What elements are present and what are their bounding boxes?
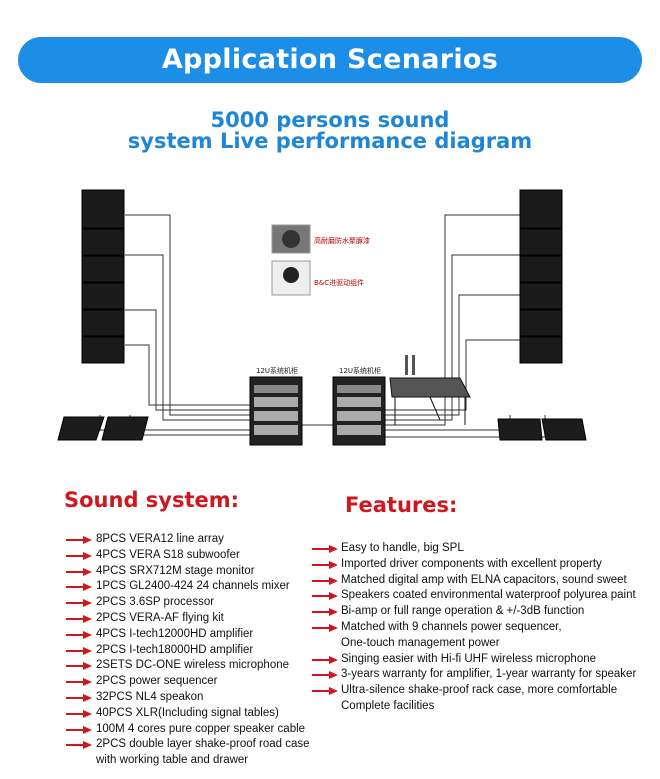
arrow-right-icon [66, 678, 92, 687]
list-item: 1PCS GL2400-424 24 channels mixer [66, 579, 310, 595]
arrow-right-icon [312, 592, 338, 601]
arrow-right-icon [312, 671, 338, 680]
list-item: 8PCS VERA12 line array [66, 532, 310, 548]
arrow-right-icon [312, 608, 338, 617]
left-rack-label: 12U系统机柜 [256, 366, 298, 375]
list-item: Matched with 9 channels power sequencer, [312, 620, 636, 636]
cable-lines [99, 214, 546, 438]
subtitle-line-1: 5000 persons sound [210, 108, 450, 132]
microphone-icon [405, 355, 408, 375]
banner-title: Application Scenarios [18, 37, 642, 83]
arrow-right-icon [66, 630, 92, 639]
list-item-continuation: One-touch management power [341, 636, 500, 649]
arrow-right-icon [66, 709, 92, 718]
list-item: 4PCS VERA S18 subwoofer [66, 548, 310, 564]
list-item: 2PCS VERA-AF flying kit [66, 611, 310, 627]
stage-monitors [57, 416, 587, 441]
list-item: 40PCS XLR(Including signal tables) [66, 706, 310, 722]
list-item: 2PCS 3.6SP processor [66, 595, 310, 611]
arrow-right-icon [66, 614, 92, 623]
list-item: 32PCS NL4 speakon [66, 690, 310, 706]
list-item: 2SETS DC-ONE wireless microphone [66, 658, 310, 674]
compression-driver-icon [283, 267, 299, 283]
arrow-right-icon [66, 567, 92, 576]
list-item-continuation: with working table and drawer [96, 754, 249, 767]
list-item: Imported driver components with excellen… [312, 557, 636, 573]
arrow-right-icon [66, 662, 92, 671]
list-item: 2PCS power sequencer [66, 674, 310, 690]
driver-icon [282, 230, 300, 248]
right-rack: 12U系统机柜 [332, 366, 386, 446]
features-title: Features: [345, 493, 458, 517]
callout-top-label: 高耐磨防水聚脲漆 [314, 236, 370, 245]
list-item: 100M 4 cores pure copper speaker cable [66, 722, 310, 738]
arrow-right-icon [66, 646, 92, 655]
arrow-right-icon [66, 599, 92, 608]
arrow-right-icon [66, 741, 92, 750]
arrow-right-icon [312, 560, 338, 569]
list-item: 2PCS double layer shake-proof road case [66, 737, 310, 753]
sound-system-diagram: 高耐磨防水聚脲漆 B&C进驱动组件 12U系统机柜 12U系统机柜 [57, 189, 587, 446]
list-item: 4PCS SRX712M stage monitor [66, 564, 310, 580]
arrow-right-icon [66, 536, 92, 544]
arrow-right-icon [66, 583, 92, 592]
left-line-array [81, 189, 125, 364]
arrow-right-icon [66, 693, 92, 702]
list-item: Ultra-silence shake-proof rack case, mor… [312, 683, 636, 699]
sound-system-title: Sound system: [64, 488, 240, 512]
list-item: 4PCS I-tech12000HD amplifier [66, 627, 310, 643]
right-line-array [519, 189, 563, 364]
subtitle-line-2: system Live performance diagram [127, 129, 533, 153]
arrow-right-icon [312, 576, 338, 585]
list-item: Singing easier with Hi-fi UHF wireless m… [312, 652, 636, 668]
list-item: Bi-amp or full range operation & +/-3dB … [312, 604, 636, 620]
list-item: Easy to handle, big SPL [312, 541, 636, 557]
callout-bottom-label: B&C进驱动组件 [314, 278, 364, 287]
sound-system-list: 8PCS VERA12 line array 4PCS VERA S18 sub… [66, 532, 310, 769]
list-item-continuation: Complete facilities [341, 699, 435, 712]
arrow-right-icon [312, 545, 338, 553]
arrow-right-icon [312, 687, 338, 696]
list-item: Speakers coated environmental waterproof… [312, 588, 636, 604]
left-rack: 12U系统机柜 [249, 366, 303, 446]
arrow-right-icon [312, 655, 338, 664]
right-rack-label: 12U系统机柜 [339, 366, 381, 375]
list-item: Matched digital amp with ELNA capacitors… [312, 573, 636, 589]
microphone-icon [412, 355, 415, 375]
arrow-right-icon [312, 623, 338, 632]
arrow-right-icon [66, 551, 92, 560]
list-item: 3-years warranty for amplifier, 1-year w… [312, 667, 636, 683]
mixer-console [389, 355, 471, 425]
features-list: Easy to handle, big SPL Imported driver … [312, 541, 636, 715]
list-item: 2PCS I-tech18000HD amplifier [66, 643, 310, 659]
arrow-right-icon [66, 725, 92, 734]
